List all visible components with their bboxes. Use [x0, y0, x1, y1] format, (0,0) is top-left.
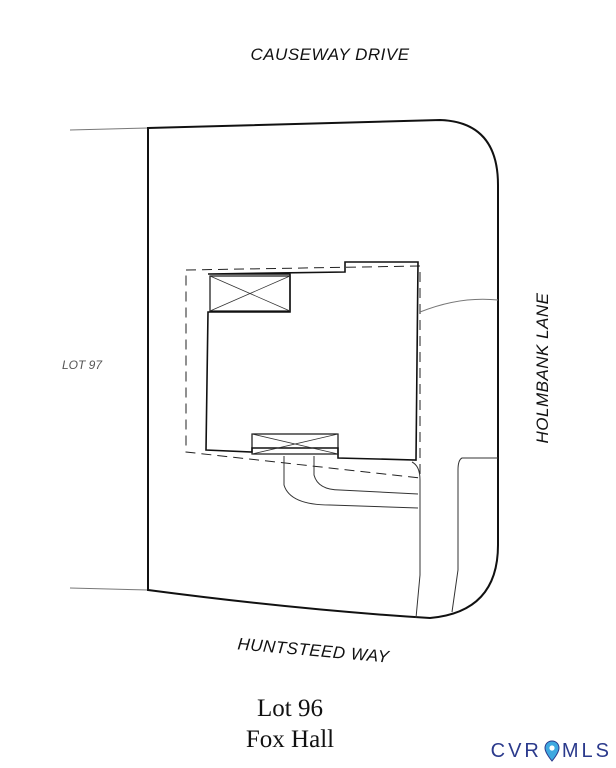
walkway	[283, 456, 419, 509]
street-label-huntsteed: HUNTSTEED WAY	[237, 634, 392, 666]
lot-number-caption: Lot 96	[257, 695, 323, 722]
lot-boundary	[147, 118, 499, 620]
adjacent-lot-label: LOT 97	[62, 358, 103, 372]
cvrmls-logo: CVR MLS	[491, 738, 612, 764]
logo-text-prefix: CVR	[490, 739, 542, 762]
patio-top	[209, 275, 291, 312]
stoop-bottom	[251, 433, 339, 455]
adjacent-lot-line-bottom	[69, 587, 149, 591]
adjacent-lot-line-top	[69, 127, 149, 131]
map-pin-icon	[544, 740, 560, 762]
driveway-left	[411, 461, 421, 619]
house-footprint	[205, 261, 419, 461]
street-label-causeway: CAUSEWAY DRIVE	[250, 45, 409, 64]
logo-text-suffix: MLS	[561, 739, 612, 762]
subdivision-caption: Fox Hall	[245, 726, 335, 753]
grade-line-right	[419, 298, 499, 313]
setback-line	[185, 265, 421, 479]
walkway-inner	[313, 456, 419, 495]
street-label-holmbank: HOLMBANK LANE	[533, 292, 552, 443]
driveway-right	[451, 457, 498, 613]
